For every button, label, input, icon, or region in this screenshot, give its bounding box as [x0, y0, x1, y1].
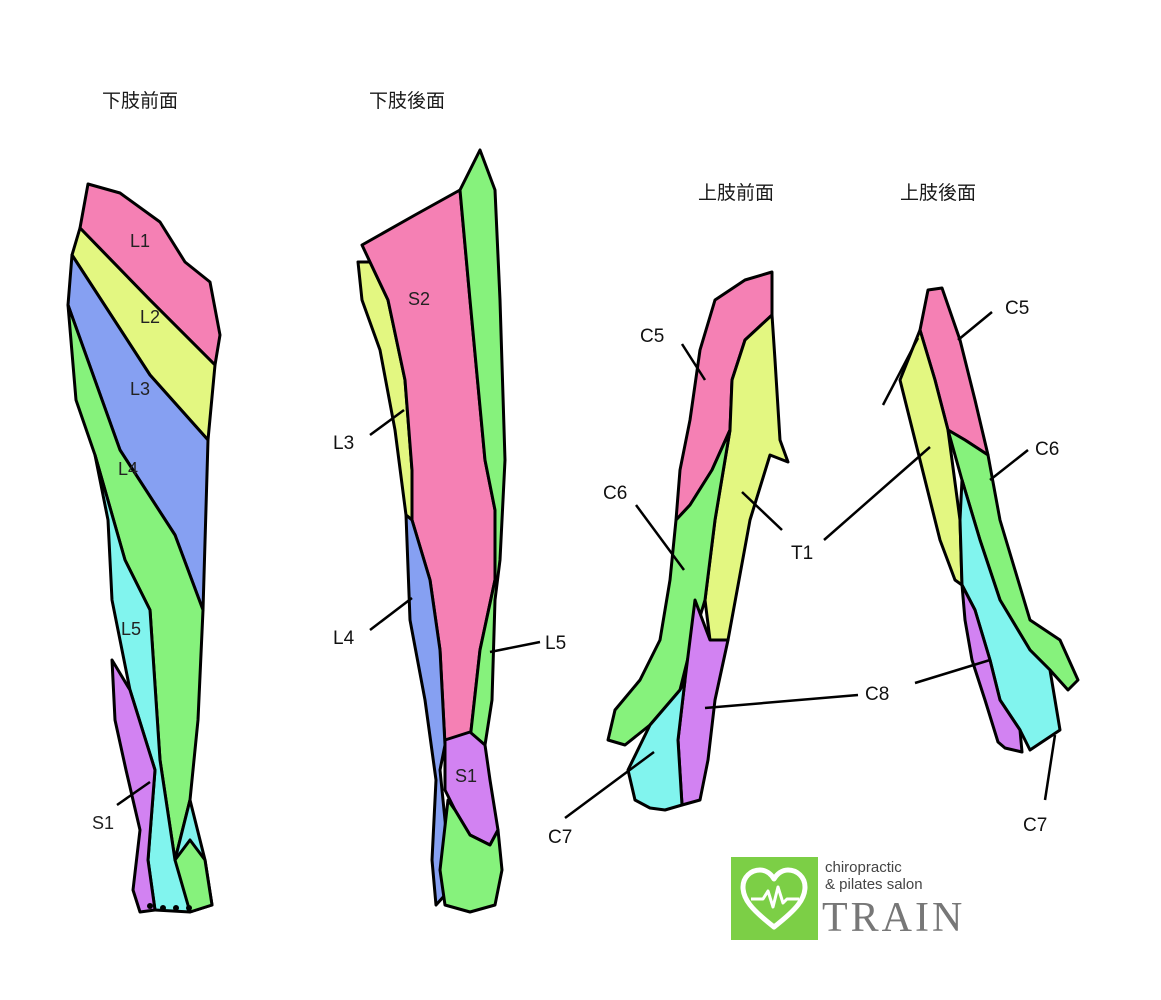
uf-label-c7: C7	[548, 827, 572, 848]
lb-l5-region	[458, 148, 507, 747]
lb-label-l4: L4	[333, 628, 355, 649]
lf-label-l1: L1	[130, 231, 150, 251]
lf-label-s1: S1	[92, 813, 114, 833]
title-upper-back: 上肢後面	[900, 182, 977, 204]
upper-back-arm: C5 C6 C7	[881, 286, 1080, 836]
ub-label-c5: C5	[1005, 298, 1029, 319]
label-c8: C8	[865, 684, 889, 705]
logo-line1: chiropractic	[825, 859, 902, 876]
uf-c7-region	[626, 678, 687, 812]
lb-label-s2: S2	[408, 289, 430, 309]
lf-label-l4: L4	[118, 459, 138, 479]
label-t1: T1	[791, 543, 813, 564]
lf-toe-region	[173, 838, 214, 914]
logo-line2: & pilates salon	[825, 876, 923, 893]
ub-c8-region	[960, 583, 1024, 754]
title-upper-front: 上肢前面	[698, 182, 775, 204]
upper-front-arm: C5 C6 C7	[548, 270, 790, 848]
uf-label-c5: C5	[640, 326, 664, 347]
ub-label-c6: C6	[1035, 439, 1059, 460]
heart-pulse-icon	[740, 867, 808, 930]
lf-label-l5: L5	[121, 619, 141, 639]
lf-s1-region	[110, 658, 157, 914]
lf-label-l3: L3	[130, 379, 150, 399]
lf-label-l2: L2	[140, 307, 160, 327]
lb-foot-region	[438, 798, 504, 914]
lower-front-leg: L1 L2 L3 L4 L5 S1	[66, 182, 222, 914]
ub-label-c7: C7	[1023, 815, 1047, 836]
lb-label-l5: L5	[545, 633, 566, 654]
title-lower-front: 下肢前面	[102, 90, 179, 112]
ub-t1-region	[898, 328, 964, 587]
lower-back-leg: S2 S1 L3 L4 L5	[333, 148, 566, 914]
logo-brand: TRAIN	[822, 895, 966, 941]
uf-label-c6: C6	[603, 483, 627, 504]
logo-badge	[731, 857, 818, 940]
lb-label-s1: S1	[455, 766, 477, 786]
shared-labels: T1 C8	[704, 446, 991, 710]
lb-label-l3: L3	[333, 433, 354, 454]
title-lower-back: 下肢後面	[369, 90, 446, 112]
